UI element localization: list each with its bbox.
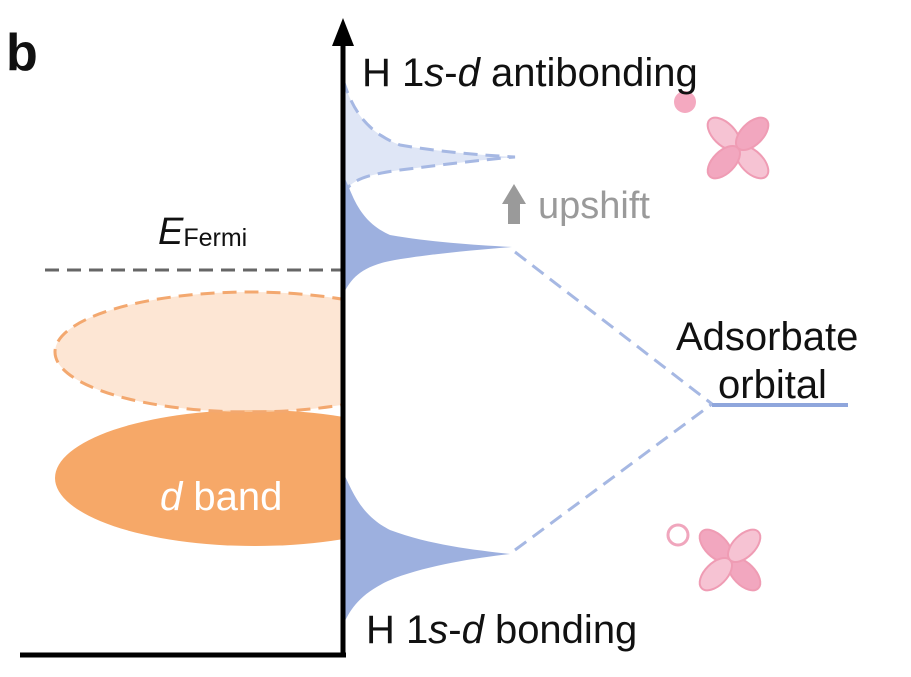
antibonding-peak-upshifted — [343, 80, 515, 195]
upshift-arrow-icon — [502, 184, 526, 224]
antibonding-peak-upshifted-outline — [341, 79, 516, 196]
adsorbate-label-line1: Adsorbate — [676, 315, 858, 359]
d-band-label: d band — [160, 475, 282, 519]
connector-antibonding — [514, 250, 713, 406]
panel-label: b — [6, 24, 38, 82]
energy-axis-arrowhead — [332, 18, 354, 46]
d-band — [55, 410, 343, 546]
upshift-label: upshift — [538, 185, 650, 227]
connector-bonding — [514, 402, 713, 552]
d-band-shifted-outline — [53, 290, 343, 414]
adsorbate-label-line2: orbital — [718, 363, 827, 407]
fermi-label: EFermi — [158, 211, 247, 253]
bonding-peak — [343, 472, 510, 625]
bonding-label: H 1s-d bonding — [366, 608, 637, 652]
antibonding-orbital-icon — [674, 91, 770, 180]
antibonding-peak — [343, 175, 512, 295]
antibonding-label: H 1s-d antibonding — [362, 51, 698, 95]
d-band-shifted — [55, 292, 343, 412]
bonding-orbital-icon — [666, 523, 762, 592]
